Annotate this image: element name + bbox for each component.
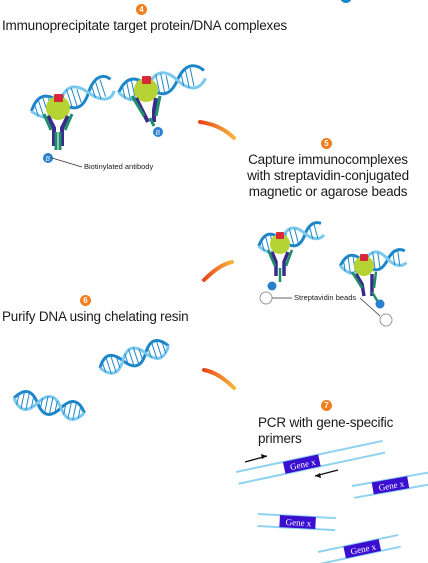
free-dna-1: [98, 339, 170, 375]
complex-1: B: [30, 75, 116, 163]
reverse-primer: [314, 469, 339, 478]
arrow-4-to-5: [198, 120, 236, 140]
pcr-product-4: Gene x: [317, 533, 401, 563]
target-protein: [46, 96, 70, 120]
callout-streptavidin-beads: Streptavidin beads: [294, 293, 357, 302]
arrow-5-to-6: [202, 260, 234, 282]
pcr-product-2: Gene x: [351, 471, 428, 499]
arrow-6-to-7: [202, 368, 236, 390]
svg-text:B: B: [156, 129, 161, 137]
step-badge-6: 6: [80, 295, 91, 306]
step-badge-5: 5: [321, 138, 332, 149]
biotin: [43, 153, 53, 163]
step-5-label-line-3: magnetic or agarose beads: [248, 184, 408, 199]
callout-line-biotin: [51, 157, 83, 168]
biotin: [153, 127, 163, 137]
streptavidin-bead: [379, 313, 393, 327]
forward-primer: [244, 454, 268, 463]
bead-complex-1: [257, 221, 326, 305]
protein-tag: [54, 94, 63, 102]
complex-2: B: [117, 64, 207, 137]
target-protein: [134, 78, 158, 102]
step-6-label: Purify DNA using chelating resin: [2, 309, 189, 324]
callout-line-bead-right: [359, 297, 381, 317]
protein-tag: [142, 76, 151, 84]
streptavidin-bead: [259, 291, 273, 305]
step-4-label: Immunoprecipitate target protein/DNA com…: [2, 18, 287, 33]
step-5-label-line-1: Capture immunocomplexes: [248, 152, 408, 167]
pcr-product-1: Gene x: [235, 439, 386, 485]
gene-label: Gene x: [285, 517, 312, 528]
step-7-label: PCR with gene-specific primers: [258, 415, 394, 446]
step-5-label-line-2: with streptavidin-conjugated: [247, 168, 409, 183]
pcr-product-3: Gene x: [257, 513, 336, 532]
corner-badge-fragment: [340, 0, 352, 3]
bead-complex-2: [338, 248, 408, 327]
step-badge-7: 7: [321, 400, 332, 411]
step-badge-4: 4: [136, 4, 147, 15]
svg-text:B: B: [46, 155, 51, 163]
dna-helix: [117, 64, 207, 102]
step-5-label: Capture immunocomplexes with streptavidi…: [238, 152, 418, 200]
gene-label: Gene x: [378, 478, 406, 492]
callout-biotinylated-antibody: Biotinylated antibody: [84, 162, 154, 171]
free-dna-2: [12, 390, 86, 421]
